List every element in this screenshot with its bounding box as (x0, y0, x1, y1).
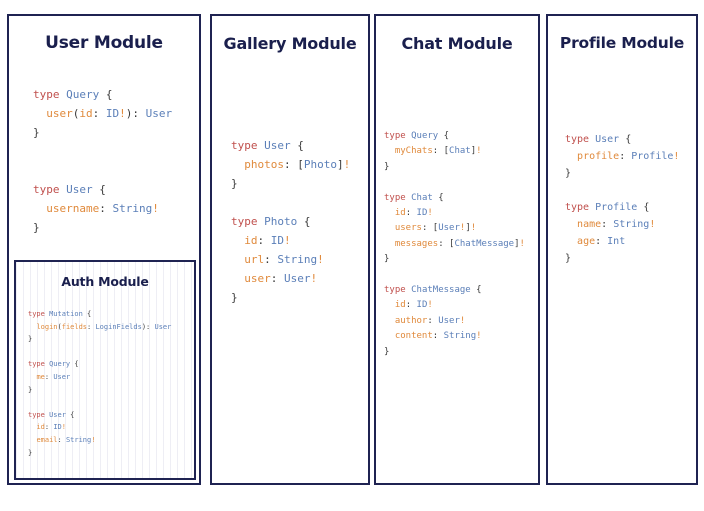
code-block-gallery: type User { photos: [Photo]! } type Phot… (231, 139, 351, 304)
panel-title-profile: Profile Module (559, 34, 685, 52)
panel-chat-module[interactable]: Chat Module type Query { myChats: [Chat]… (374, 14, 540, 485)
panel-title-chat: Chat Module (401, 34, 513, 53)
panel-profile-module[interactable]: Profile Module type User { profile: Prof… (546, 14, 698, 485)
panel-auth-module[interactable]: Auth Module type Mutation { login(fields… (14, 260, 196, 480)
code-block-chat: type Query { myChats: [Chat]! } type Cha… (384, 131, 525, 357)
panel-title-gallery: Gallery Module (223, 34, 357, 53)
panel-user-module[interactable]: User Module type Query { user(id: ID!): … (7, 14, 201, 485)
panel-title-auth: Auth Module (61, 274, 149, 289)
panel-gallery-module[interactable]: Gallery Module type User { photos: [Phot… (210, 14, 370, 485)
code-block-user: type Query { user(id: ID!): User } type … (33, 88, 173, 234)
panel-title-user: User Module (45, 33, 163, 53)
code-block-auth: type Mutation { login(fields: LoginField… (28, 310, 172, 457)
code-block-profile: type User { profile: Profile! } type Pro… (565, 134, 680, 264)
